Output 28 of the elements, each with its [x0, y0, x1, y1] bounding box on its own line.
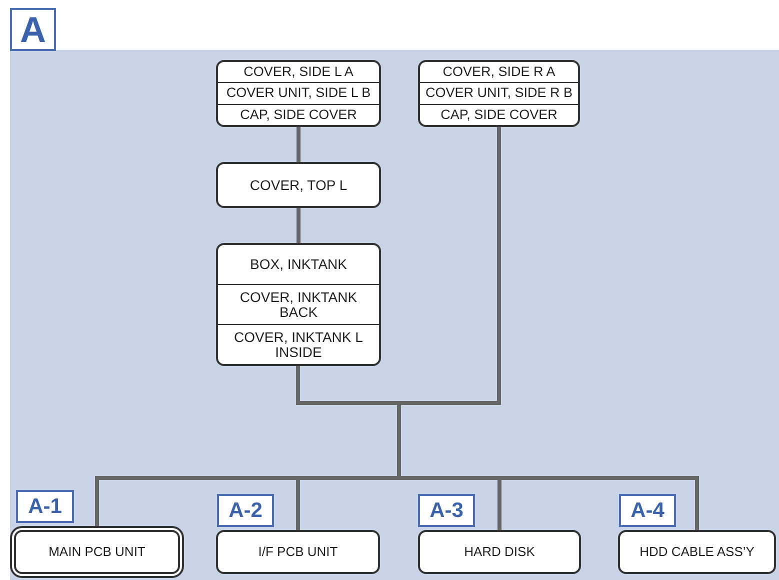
- part-name: COVER, SIDE R A: [442, 63, 556, 82]
- section-tag: A-3: [418, 494, 475, 527]
- part-name: I/F PCB UNIT: [257, 543, 339, 562]
- stacked-part-box: [216, 243, 381, 366]
- section-tag: A-2: [217, 494, 274, 527]
- part-name: HARD DISK: [463, 543, 536, 562]
- section-tag: A-1: [16, 490, 74, 523]
- part-box: [216, 162, 381, 208]
- part-name: COVER, SIDE L A: [242, 63, 354, 82]
- connector-line: [296, 127, 300, 162]
- part-name: COVER, INKTANK BACK: [218, 284, 379, 324]
- part-name: COVER UNIT, SIDE L B: [218, 82, 379, 104]
- part-name: CAP, SIDE COVER: [420, 104, 578, 125]
- section-tag: A-4: [619, 494, 676, 527]
- part-name: COVER, INKTANK L INSIDE: [218, 324, 379, 364]
- stacked-part-box: [418, 60, 580, 127]
- part-name: CAP, SIDE COVER: [218, 104, 379, 125]
- part-name: COVER, TOP L: [248, 176, 348, 195]
- part-name: BOX, INKTANK: [249, 255, 348, 274]
- part-name: HDD CABLE ASS’Y: [638, 543, 756, 562]
- connector-line: [296, 208, 300, 243]
- part-name: MAIN PCB UNIT: [48, 543, 146, 562]
- part-box: [216, 530, 380, 574]
- stacked-part-box: [216, 60, 381, 127]
- part-name: COVER UNIT, SIDE R B: [420, 82, 578, 104]
- part-box: [618, 530, 776, 574]
- section-tag: A: [10, 8, 56, 51]
- part-box: [418, 530, 581, 574]
